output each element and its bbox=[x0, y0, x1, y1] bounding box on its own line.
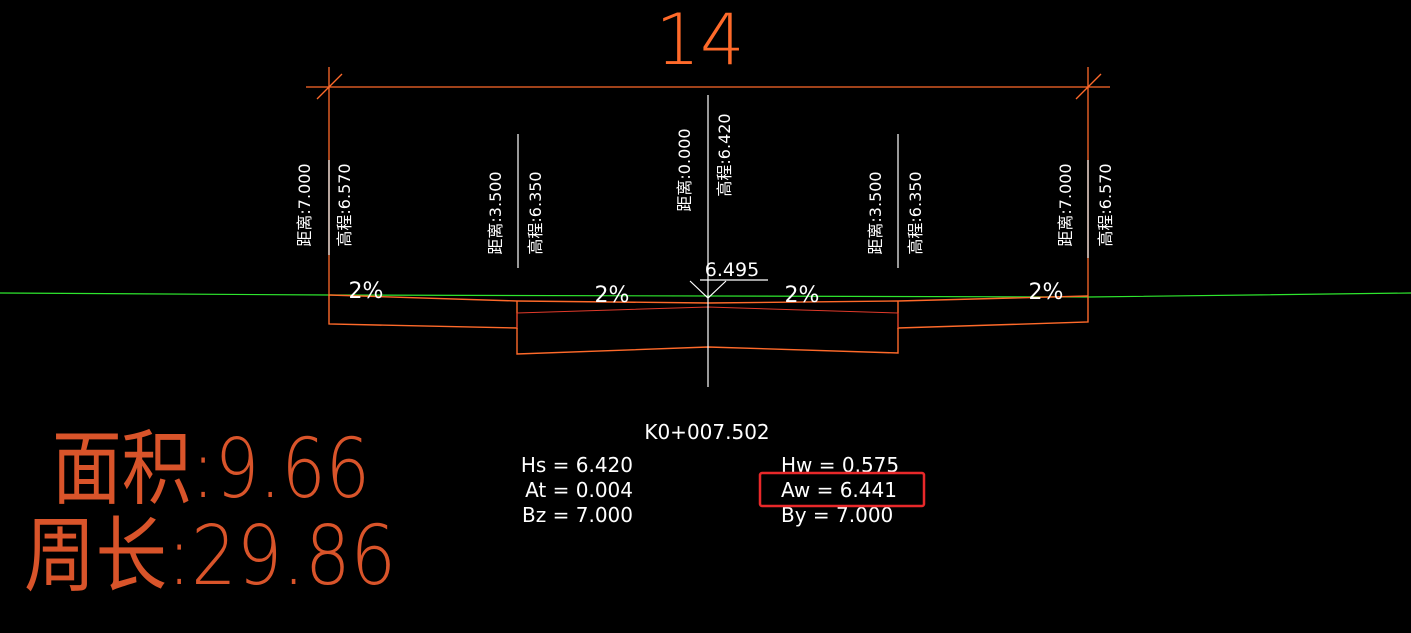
station-elevation: 高程:6.350 bbox=[906, 171, 925, 254]
station-label: K0+007.502 bbox=[644, 420, 769, 444]
station-elevation: 高程:6.570 bbox=[1096, 163, 1115, 246]
param-bz: Bz = 7.000 bbox=[522, 503, 633, 527]
center-elevation-label: 6.495 bbox=[705, 259, 759, 281]
area-label: 面积:9.66 bbox=[52, 422, 370, 517]
slope-label: 2% bbox=[349, 279, 384, 304]
station-distance: 距离:7.000 bbox=[1056, 163, 1075, 246]
slope-label: 2% bbox=[785, 283, 820, 308]
highlight-box bbox=[758, 471, 926, 508]
slope-label: 2% bbox=[1029, 280, 1064, 305]
params-left: Hs = 6.420 At = 0.004 Bz = 7.000 bbox=[521, 453, 633, 527]
station-label-right-inner: 距离:3.500 高程:6.350 bbox=[866, 171, 925, 254]
params-right: Hw = 0.575 Aw = 6.441 By = 7.000 bbox=[781, 453, 899, 527]
station-label-left-outer: 距离:7.000 高程:6.570 bbox=[295, 163, 354, 246]
station-distance: 距离:0.000 bbox=[675, 128, 694, 211]
station-label-left-inner: 距离:3.500 高程:6.350 bbox=[486, 171, 545, 254]
station-label-center: 距离:0.000 高程:6.420 bbox=[675, 113, 734, 211]
param-hs: Hs = 6.420 bbox=[521, 453, 633, 477]
station-distance: 距离:3.500 bbox=[866, 171, 885, 254]
slope-label: 2% bbox=[595, 283, 630, 308]
param-aw: Aw = 6.441 bbox=[781, 478, 897, 502]
ground-line bbox=[0, 292, 1411, 298]
station-distance: 距离:3.500 bbox=[486, 171, 505, 254]
station-elevation: 高程:6.350 bbox=[526, 171, 545, 254]
station-distance: 距离:7.000 bbox=[295, 163, 314, 246]
total-width-label: 14 bbox=[655, 0, 744, 81]
param-at: At = 0.004 bbox=[525, 478, 633, 502]
station-elevation: 高程:6.420 bbox=[715, 113, 734, 196]
station-elevation: 高程:6.570 bbox=[335, 163, 354, 246]
perimeter-label: 周长:29.86 bbox=[24, 509, 396, 604]
elevation-marker bbox=[689, 279, 768, 299]
station-label-leaders bbox=[328, 134, 1089, 268]
station-label-right-outer: 距离:7.000 高程:6.570 bbox=[1056, 163, 1115, 246]
